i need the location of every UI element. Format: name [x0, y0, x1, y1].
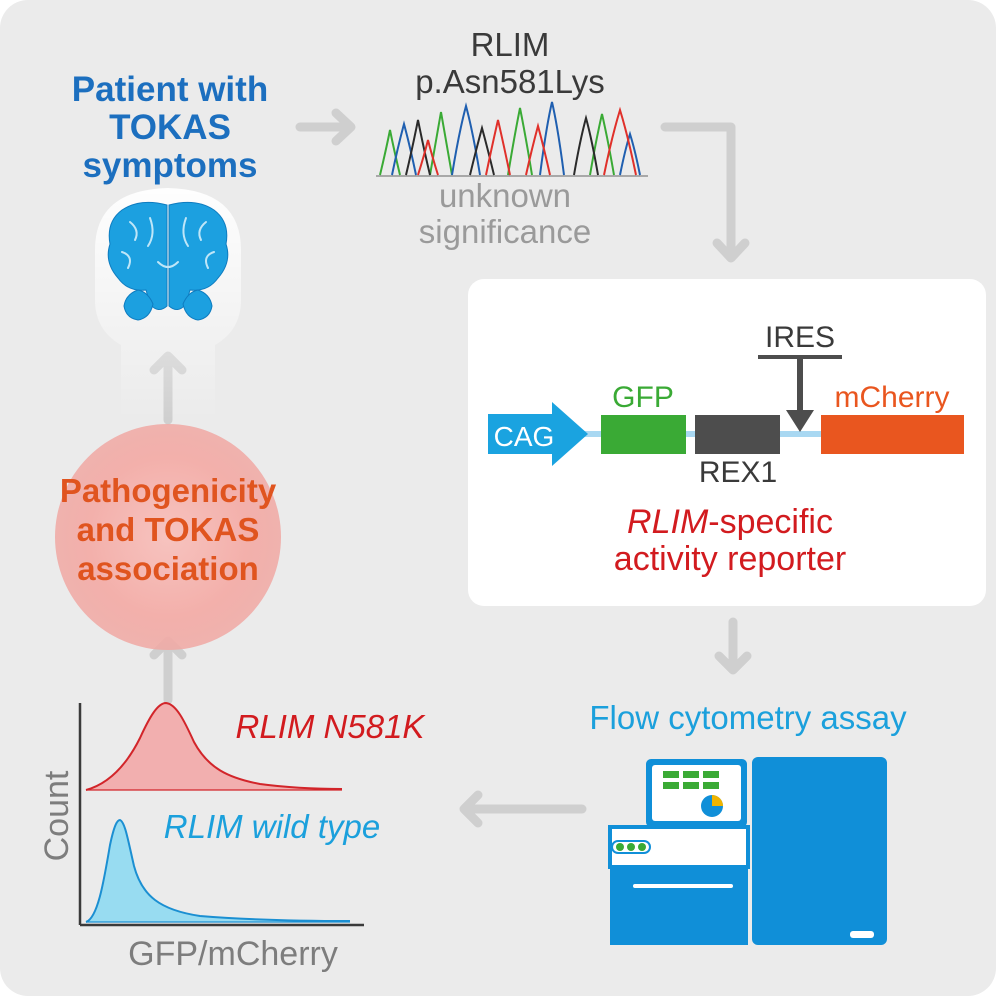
conclusion-circle — [55, 424, 281, 650]
base-panel — [610, 870, 748, 945]
reporter-title-rest: -specific — [708, 503, 833, 541]
assay-section: Flow cytometry assay — [589, 699, 907, 945]
reporter-title-line-1: RLIM-specific — [627, 503, 833, 541]
mutant-label: RLIM N581K — [236, 708, 427, 745]
histogram-section: Count GFP/mCherry RLIM N581K RLIM wild t… — [38, 701, 427, 973]
tower-slot — [850, 931, 874, 938]
gfp-block — [601, 415, 686, 454]
mutant-distribution-line — [85, 701, 343, 791]
brain-sulci — [121, 217, 215, 269]
chromatogram-icon — [376, 101, 648, 177]
patient-line-1: Patient with — [72, 70, 268, 109]
flow-cytometer-icon — [608, 757, 887, 945]
ires-arrowhead — [786, 410, 814, 432]
conclusion-line-3: association — [77, 550, 259, 587]
arrowhead-assay-to-histogram — [459, 790, 483, 828]
wildtype-distribution-line — [85, 818, 351, 923]
mcherry-block — [821, 415, 964, 454]
patient-text: Patient with TOKAS symptoms — [72, 70, 268, 185]
conclusion-line-2: and TOKAS — [77, 511, 260, 548]
gfp-label: GFP — [612, 381, 674, 414]
y-axis-label: Count — [38, 770, 76, 861]
assay-title: Flow cytometry assay — [589, 699, 907, 736]
wildtype-label: RLIM wild type — [164, 808, 380, 845]
wildtype-distribution-fill — [86, 820, 350, 922]
arrowhead-variant-to-reporter — [712, 238, 750, 263]
conclusion-section: Pathogenicity and TOKAS association — [55, 424, 281, 650]
reporter-title-line-2: activity reporter — [614, 540, 846, 578]
conclusion-line-1: Pathogenicity — [60, 472, 277, 509]
significance-line-2: significance — [419, 213, 591, 250]
patient-illustration — [95, 188, 241, 420]
variant-section: RLIM p.Asn581Lys unknown significance — [376, 26, 648, 250]
rex1-label: REX1 — [699, 456, 777, 489]
cag-promoter-arrow — [488, 402, 588, 466]
arrowhead-reporter-to-assay — [714, 651, 752, 675]
variant-gene: RLIM — [471, 26, 550, 63]
x-axis-label: GFP/mCherry — [128, 935, 338, 973]
significance-line-1: unknown — [439, 177, 571, 214]
patient-line-3: symptoms — [82, 146, 257, 185]
ires-label: IRES — [765, 321, 835, 354]
patient-line-2: TOKAS — [109, 108, 231, 147]
cag-label: CAG — [494, 421, 555, 452]
variant-mutation: p.Asn581Lys — [415, 63, 605, 100]
mcherry-label: mCherry — [834, 381, 949, 414]
reporter-title-gene: RLIM — [627, 503, 709, 541]
mutant-distribution-fill — [86, 703, 342, 790]
arrowhead-patient-to-variant — [331, 108, 356, 146]
reporter-box: CAG GFP REX1 IRES mCherry RLIM-specific … — [468, 279, 986, 606]
base-slot — [633, 884, 733, 888]
rex1-block — [695, 415, 780, 454]
arrow-variant-to-reporter — [660, 122, 736, 260]
instrument-tower — [752, 757, 887, 945]
